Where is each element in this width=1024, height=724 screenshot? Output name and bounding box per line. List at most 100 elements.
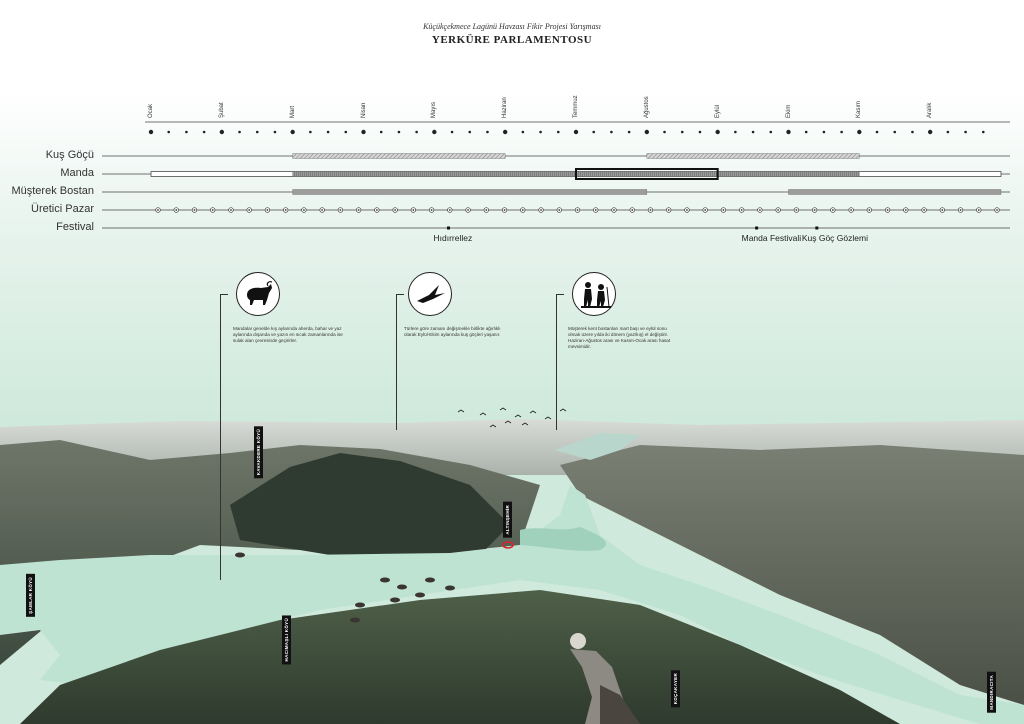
row-label: Kuş Göçü — [45, 149, 94, 161]
market-marker-dot — [540, 209, 542, 211]
woman-figure — [570, 633, 640, 724]
week-dot — [539, 130, 542, 134]
flying-birds — [457, 407, 567, 428]
month-dot-major — [148, 129, 154, 135]
week-dot — [734, 130, 737, 134]
week-dot — [202, 130, 206, 134]
market-marker-dot — [850, 209, 853, 211]
month-dot-major — [786, 129, 791, 135]
right-hills — [560, 445, 1024, 705]
market-marker-dot — [211, 209, 214, 211]
month-label: Eylül — [714, 104, 721, 118]
market-marker-dot — [576, 209, 579, 211]
annual-timeline — [102, 121, 1010, 230]
week-dot — [698, 130, 702, 134]
market-marker-dot — [594, 209, 597, 211]
week-dot — [769, 130, 773, 134]
market-marker-dot — [886, 209, 889, 211]
week-dot — [610, 130, 613, 134]
market-marker-dot — [248, 209, 251, 211]
month-dot-major — [857, 129, 862, 135]
week-dot — [344, 130, 348, 134]
market-marker-dot — [795, 209, 798, 211]
market-marker-dot — [339, 209, 342, 211]
highlight-frame — [575, 168, 719, 180]
village-tag: KOÇAKAYER — [671, 670, 680, 708]
callout-leader-line — [396, 294, 404, 430]
month-label: Nisan — [360, 102, 367, 118]
week-dot — [397, 130, 401, 134]
survey-marker — [502, 541, 514, 549]
market-marker-dot — [448, 209, 451, 211]
month-label: Mayıs — [431, 101, 438, 118]
month-dot-major — [361, 129, 366, 135]
far-lagoon — [555, 433, 640, 460]
market-marker-dot — [175, 209, 178, 211]
week-dot — [309, 130, 312, 134]
market-marker-dot — [303, 209, 305, 211]
week-dot — [911, 130, 914, 134]
week-dot — [840, 130, 843, 134]
village-tag: HACIMAŞLI KÖYÜ — [282, 615, 291, 665]
village-tag: ŞAMLAR KÖYÜ — [26, 574, 35, 617]
week-dot — [415, 130, 418, 134]
market-marker-dot — [904, 209, 907, 211]
month-label: Şubat — [218, 102, 225, 118]
month-label: Mart — [289, 106, 296, 118]
farmers-icon — [572, 272, 616, 316]
row-label: Festival — [56, 221, 94, 233]
market-marker-dot — [558, 209, 561, 211]
month-label: Kasım — [856, 100, 863, 118]
bird-icon — [408, 272, 452, 316]
market-marker-dot — [485, 209, 488, 211]
market-marker-dot — [959, 209, 962, 211]
callout-text: Türlere göre zamanı değişmekle birlikte … — [404, 326, 501, 337]
period-bar — [788, 189, 1002, 195]
market-marker-dot — [704, 209, 707, 211]
village-tag: KAVAKDERE KÖYÜ — [254, 426, 263, 479]
week-dot — [680, 130, 684, 134]
market-marker-dot — [649, 209, 652, 211]
market-marker-dot — [503, 209, 506, 211]
week-dot — [326, 130, 330, 134]
week-dot — [238, 130, 241, 134]
village-tag: ALTINŞEHİR — [503, 502, 512, 538]
market-marker-dot — [394, 209, 397, 211]
week-dot — [981, 130, 985, 134]
lagoon-islands — [520, 527, 607, 551]
market-marker-dot — [193, 209, 196, 211]
market-marker-dot — [868, 209, 871, 211]
market-marker-dot — [467, 209, 469, 211]
month-label: Temmuz — [573, 95, 579, 118]
month-dot-major — [219, 129, 225, 135]
market-marker-dot — [266, 209, 269, 211]
week-dot — [751, 130, 755, 134]
market-marker-dot — [686, 209, 688, 211]
week-dot — [450, 130, 454, 134]
market-marker-dot — [412, 209, 415, 211]
festival-label: Manda Festivali — [741, 233, 802, 243]
week-dot — [822, 130, 826, 134]
festival-marker — [815, 226, 819, 230]
festival-label: Hıdırrellez — [433, 233, 473, 243]
month-label: Ocak — [148, 103, 154, 118]
month-label: Haziran — [502, 97, 509, 118]
callout-leader-line — [220, 294, 228, 580]
buffalo-icon — [236, 272, 280, 316]
row-label: Manda — [60, 167, 94, 179]
project-title: YERKÜRE PARLAMENTOSU — [431, 34, 593, 46]
market-marker-dot — [375, 209, 378, 211]
festival-label: Kuş Göç Gözlemi — [801, 233, 868, 243]
row-label: Müşterek Bostan — [11, 185, 94, 197]
market-marker-dot — [613, 209, 615, 211]
market-marker-dot — [284, 209, 287, 211]
buffalo-herd — [235, 552, 455, 623]
week-dot — [875, 130, 879, 134]
period-bar — [292, 153, 506, 159]
market-marker-dot — [831, 209, 834, 211]
week-dot — [486, 130, 489, 134]
lagoon-landscape — [0, 407, 1024, 724]
week-dot — [804, 130, 808, 134]
market-marker-dot — [667, 209, 670, 211]
village-tag: MANDIRACITA — [987, 672, 996, 713]
